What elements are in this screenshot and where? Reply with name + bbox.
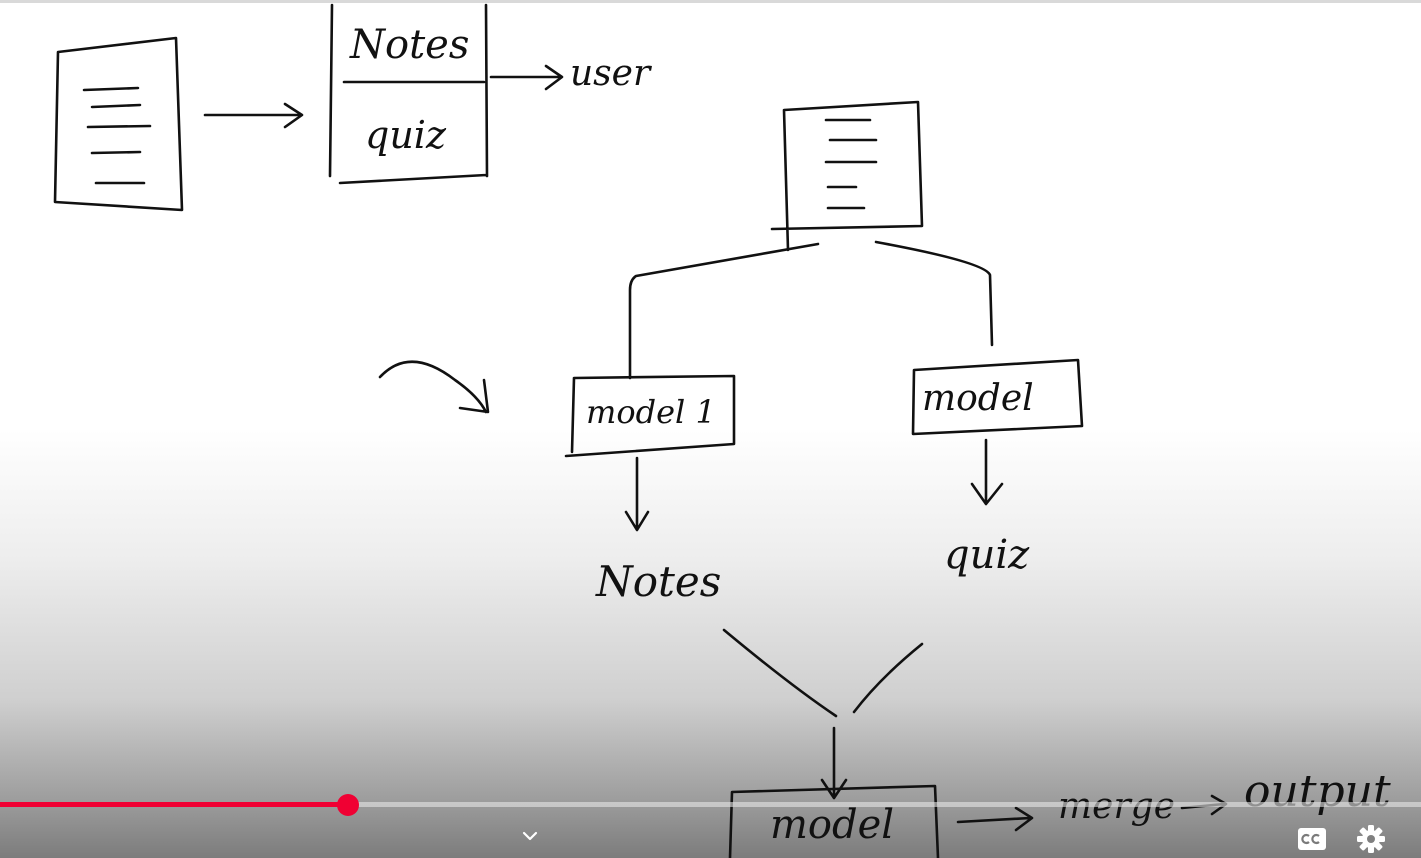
progress-scrubber[interactable]: [337, 794, 359, 816]
box-quiz-label: quiz: [365, 113, 447, 157]
document-sketch-center: [770, 100, 924, 252]
chevron-down-icon: [522, 831, 538, 841]
arrow-model1-down: [624, 456, 650, 532]
arrow-to-model: [820, 726, 848, 800]
progress-bar[interactable]: [0, 802, 1421, 807]
branch-right: [874, 240, 994, 347]
branch-left: [628, 242, 820, 380]
captions-icon: [1298, 828, 1326, 850]
quiz-output-label: quiz: [944, 532, 1030, 578]
model2-label: model: [922, 378, 1034, 419]
model-bottom-label: model: [770, 802, 894, 848]
settings-button[interactable]: [1354, 822, 1388, 856]
arrow-model2-down: [970, 438, 1004, 506]
arrow-doc-to-box: [203, 102, 304, 129]
progress-played: [0, 802, 348, 807]
model-bottom-box: model: [728, 784, 940, 858]
merge-line-left: [722, 628, 838, 718]
arrow-to-merge: [956, 806, 1034, 832]
captions-button[interactable]: [1294, 824, 1330, 854]
notes-quiz-box: Notes quiz: [328, 3, 489, 185]
model2-box: model: [911, 358, 1084, 436]
chevron-down-button[interactable]: [516, 824, 544, 848]
arrow-box-to-user: [489, 64, 564, 91]
top-edge: [0, 0, 1421, 3]
model1-label: model 1: [586, 393, 716, 431]
document-sketch-left: [53, 36, 184, 212]
settings-icon: [1357, 825, 1385, 853]
user-label: user: [570, 53, 652, 94]
model1-box: model 1: [564, 374, 736, 458]
box-notes-label: Notes: [349, 22, 469, 68]
curved-arrow: [378, 360, 490, 414]
output-label: output: [1244, 766, 1391, 817]
merge-line-right: [852, 642, 924, 714]
notes-output-label: Notes: [595, 557, 721, 606]
